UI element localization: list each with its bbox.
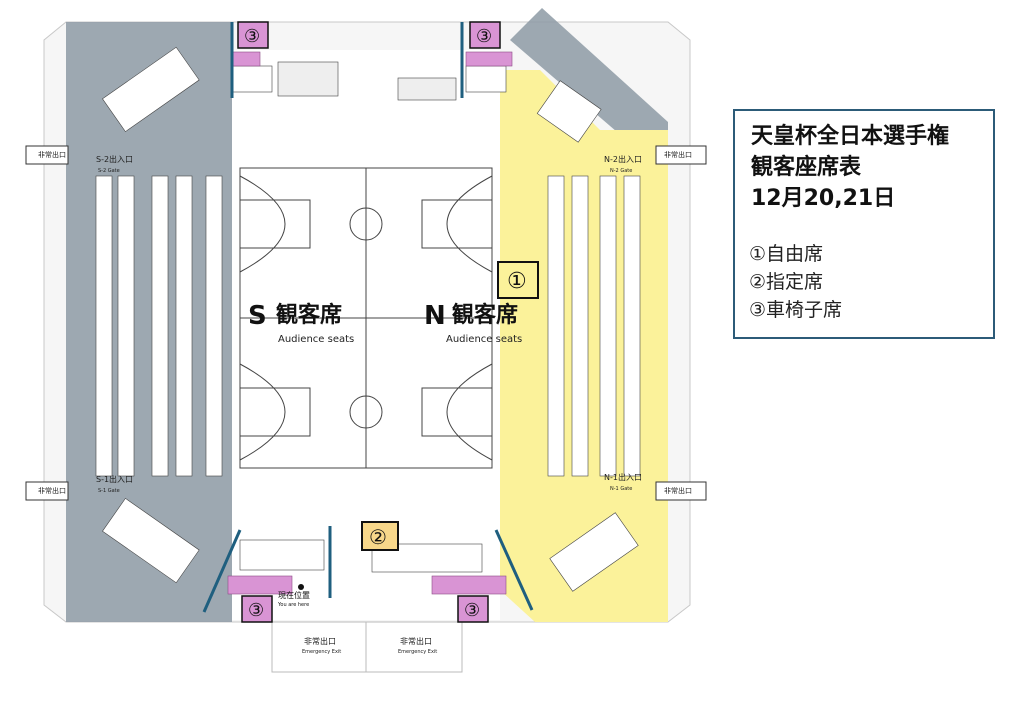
wheelchair-seat-blocks	[227, 51, 513, 595]
exit-corridor	[271, 621, 463, 673]
legend-item-reserved: ②指定席	[749, 271, 824, 293]
exit-east-top: 非常出口	[664, 150, 692, 159]
north-seat-blocks	[536, 80, 641, 592]
exit-west-bottom: 非常出口	[38, 486, 66, 495]
marker-wheelchair-2: ③	[476, 26, 492, 47]
south-letter: S	[248, 301, 267, 331]
court-lines	[239, 167, 493, 469]
marker-reserved-box	[361, 521, 399, 551]
exit-bottom-right-en: Emergency Exit	[398, 649, 437, 655]
top-seat-blocks	[231, 61, 507, 101]
marker-wheelchair-box-4	[457, 595, 489, 623]
marker-wheelchair-box-1	[237, 21, 269, 49]
legend-item-free: ①自由席	[749, 243, 824, 265]
gate-n1: N-1出入口	[604, 472, 642, 482]
legend-item-wheelchair: ③車椅子席	[749, 299, 843, 321]
current-position: 現在位置	[278, 590, 310, 600]
marker-wheelchair-3: ③	[248, 600, 264, 621]
north-letter: N	[424, 301, 446, 331]
exit-bottom-right: 非常出口	[400, 636, 432, 646]
legend-title-line-1: 天皇杯全日本選手権	[751, 124, 950, 149]
north-label: 観客席	[452, 302, 518, 328]
south-label: 観客席	[276, 302, 342, 328]
gate-n1-en: N-1 Gate	[610, 486, 632, 492]
exit-bottom-left-en: Emergency Exit	[302, 649, 341, 655]
gate-s2-en: S-2 Gate	[98, 168, 120, 174]
marker-reserved: ②	[369, 525, 387, 549]
legend-title-line-2: 観客座席表	[751, 155, 862, 180]
legend-title-line-3: 12月20,21日	[751, 186, 896, 211]
current-position-dot	[298, 584, 304, 590]
marker-wheelchair-box-3	[241, 595, 273, 623]
gate-s2: S-2出入口	[96, 154, 133, 164]
marker-free: ①	[507, 269, 527, 294]
current-position-en: You are here	[277, 602, 309, 608]
marker-free-box	[497, 261, 539, 299]
divider-lines	[202, 22, 534, 613]
exit-west-top: 非常出口	[38, 150, 66, 159]
gate-n2-en: N-2 Gate	[610, 168, 632, 174]
north-sub: Audience seats	[446, 334, 522, 345]
legend-title: 天皇杯全日本選手権 観客座席表 12月20,21日	[751, 121, 949, 214]
gate-s1-en: S-1 Gate	[98, 488, 120, 494]
gate-arrows	[25, 145, 707, 501]
south-sub: Audience seats	[278, 334, 354, 345]
marker-wheelchair-1: ③	[244, 26, 260, 47]
gate-s1: S-1出入口	[96, 474, 133, 484]
marker-wheelchair-4: ③	[464, 600, 480, 621]
legend-box: 天皇杯全日本選手権 観客座席表 12月20,21日 ①自由席 ②指定席 ③車椅子…	[733, 109, 995, 339]
marker-wheelchair-box-2	[469, 21, 501, 49]
exit-east-bottom: 非常出口	[664, 486, 692, 495]
south-seat-blocks	[95, 46, 223, 584]
gate-n2: N-2出入口	[604, 154, 642, 164]
gray-north-corner	[510, 8, 668, 150]
exit-bottom-left: 非常出口	[304, 636, 336, 646]
